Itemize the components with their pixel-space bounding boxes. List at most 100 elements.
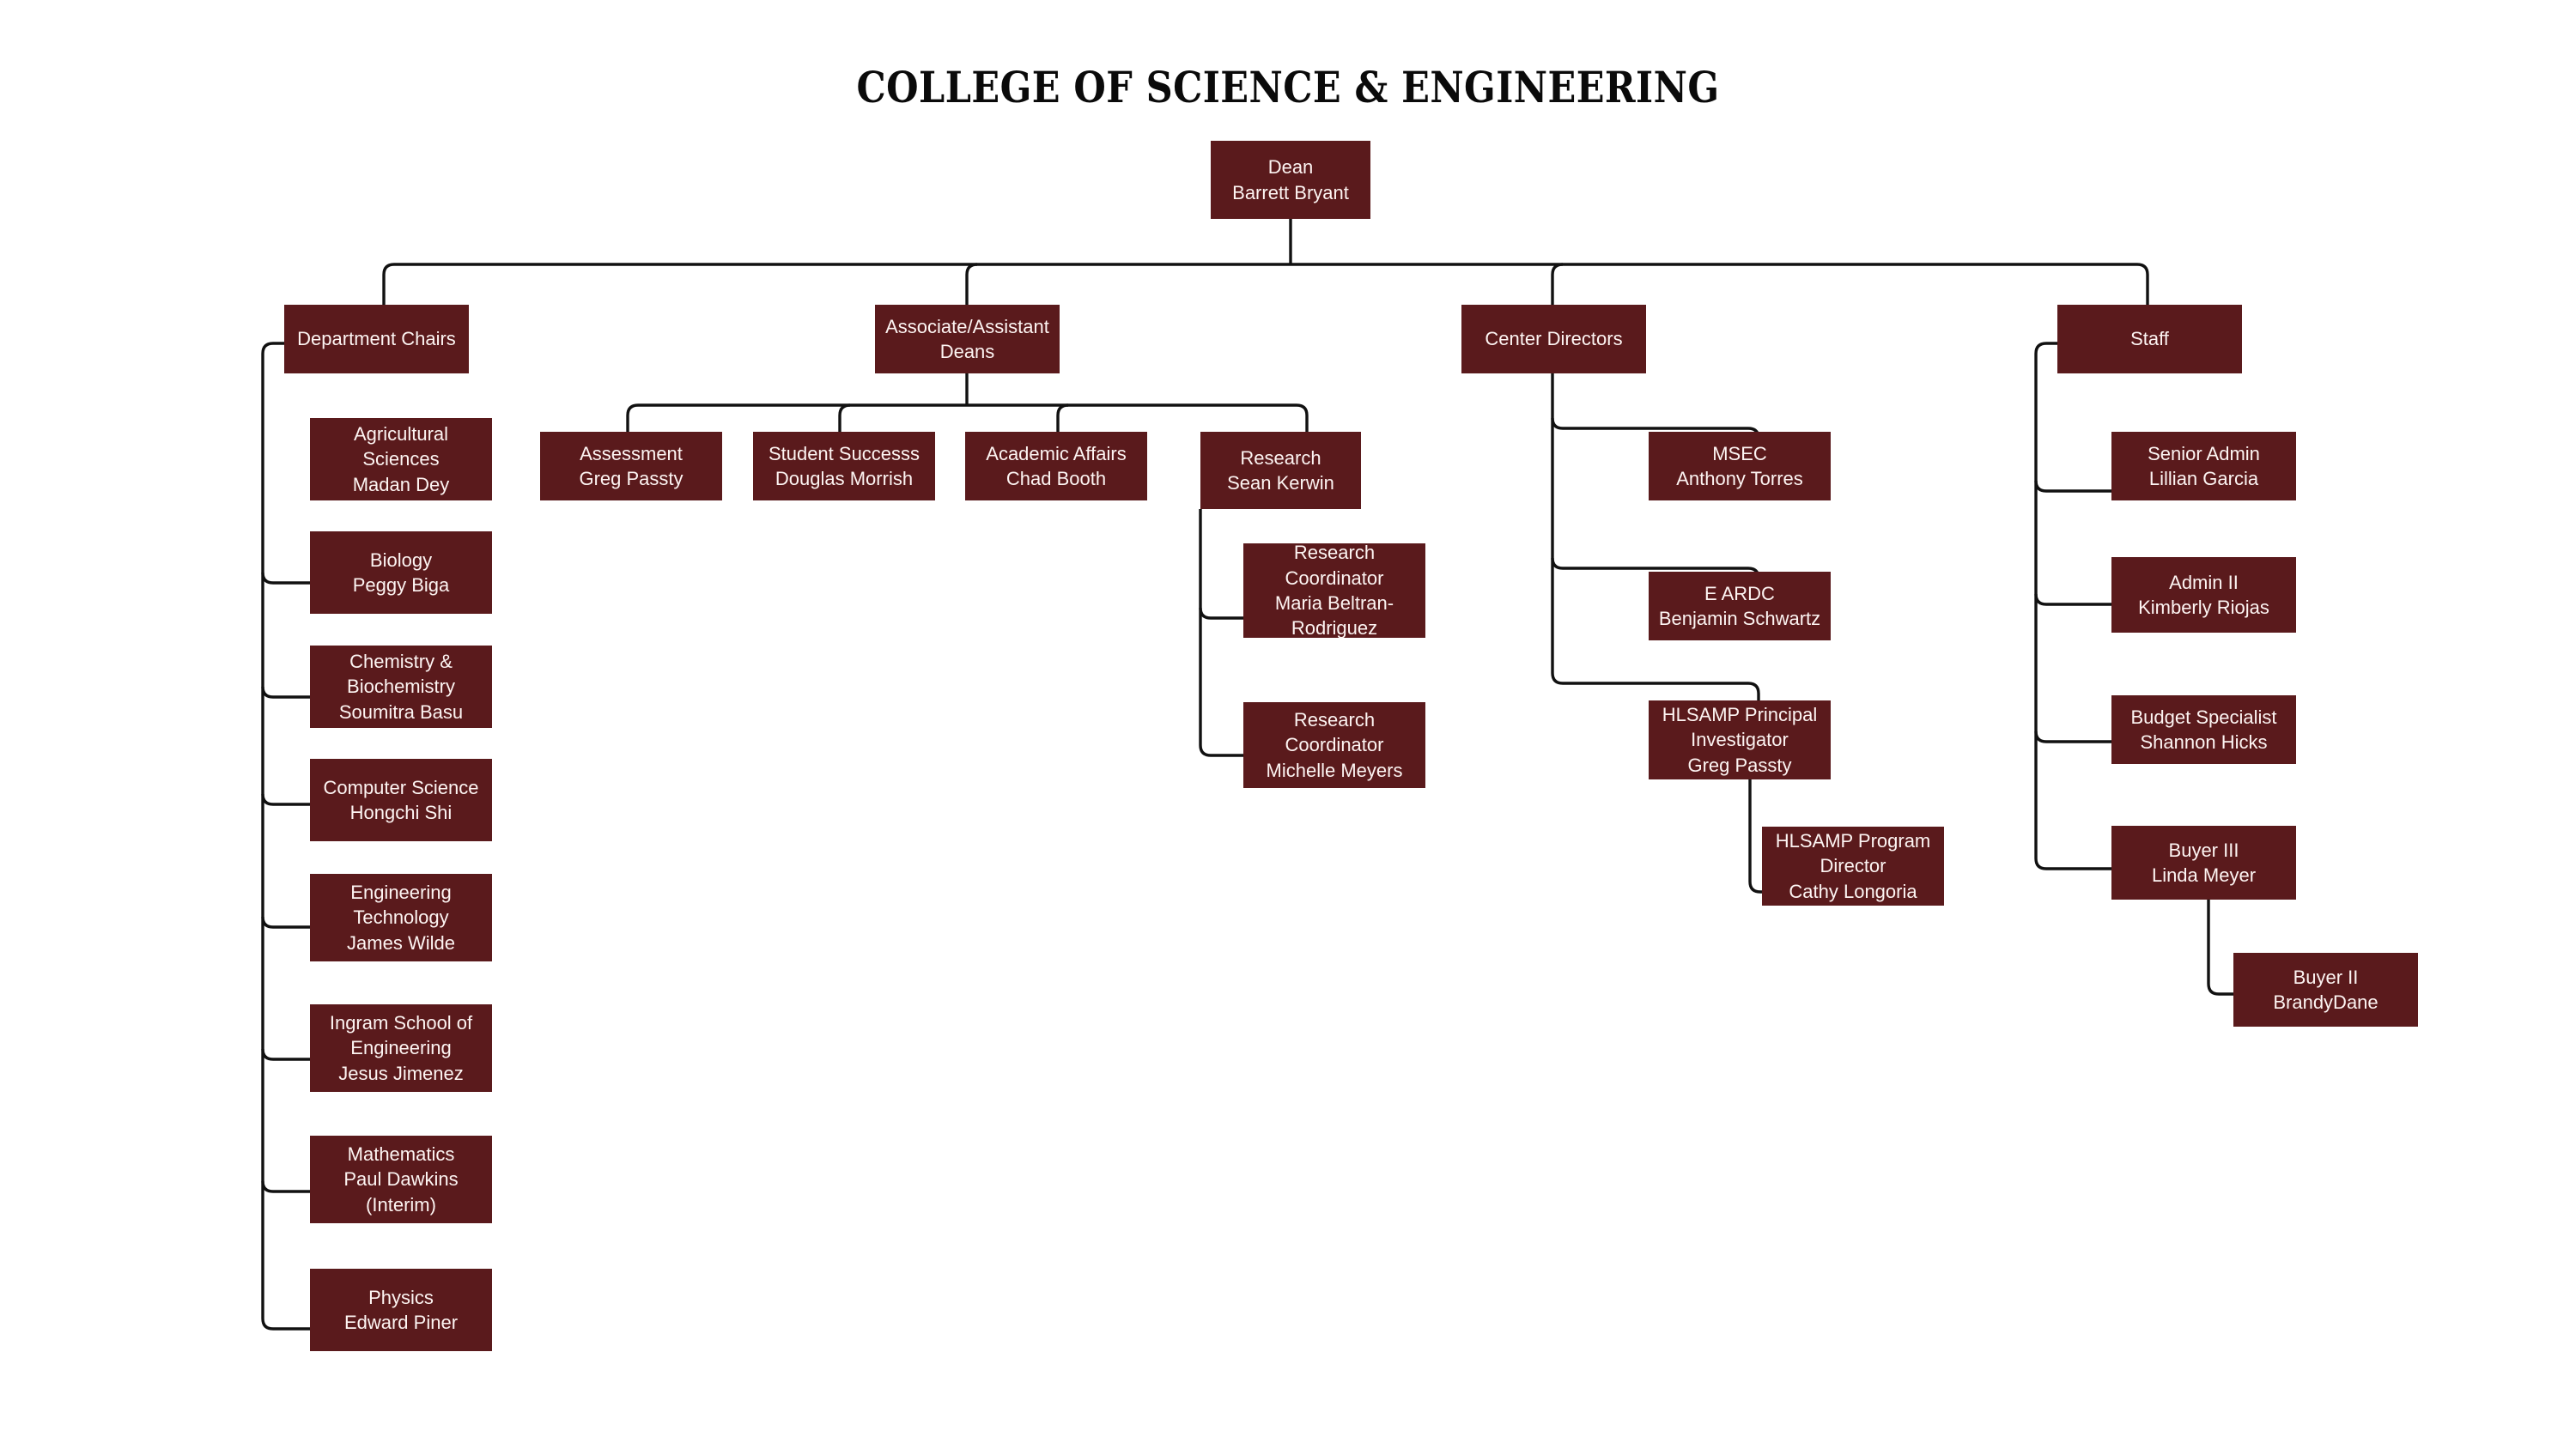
connector-deptchairs-spine bbox=[261, 342, 310, 1331]
node-agricultural-sciences-line1: Agricultural bbox=[353, 422, 449, 445]
node-research-coordinator-maria[interactable]: Research Coordinator Maria Beltran- Rodr… bbox=[1243, 542, 1425, 639]
node-associate-assistant-deans[interactable]: Associate/Assistant Deans bbox=[875, 305, 1060, 373]
connector-assocdeans-bus bbox=[626, 403, 1309, 432]
node-research-coordinator-2-line2: Coordinator bbox=[1285, 734, 1384, 756]
node-buyer-iii[interactable]: Buyer III Linda Meyer bbox=[2111, 826, 2296, 900]
node-buyer-iii-line1: Buyer III bbox=[2168, 839, 2239, 861]
node-biology-line2: Peggy Biga bbox=[352, 574, 450, 596]
node-hlsamp-program-director-line2: Director bbox=[1820, 855, 1886, 877]
node-research-line2: Sean Kerwin bbox=[1227, 472, 1334, 494]
node-research-coordinator-2-line3: Michelle Meyers bbox=[1266, 759, 1403, 781]
node-senior-admin[interactable]: Senior Admin Lillian Garcia bbox=[2111, 432, 2296, 500]
connector-bus-to-center-directors bbox=[1551, 263, 1564, 305]
connector-staff-to-adminii bbox=[2034, 593, 2111, 606]
node-hlsamp-pi-line3: Greg Passty bbox=[1687, 754, 1792, 776]
node-budget-specialist-line2: Shannon Hicks bbox=[2140, 731, 2268, 753]
node-staff[interactable]: Staff bbox=[2057, 305, 2242, 373]
node-senior-admin-line2: Lillian Garcia bbox=[2148, 468, 2259, 489]
node-biology-line1: Biology bbox=[369, 549, 433, 571]
node-research-coordinator-1-line3: Maria Beltran- bbox=[1274, 592, 1394, 614]
node-admin-ii-line1: Admin II bbox=[2169, 571, 2239, 593]
connector-research-to-coord1 bbox=[1199, 607, 1243, 620]
node-mathematics-line1: Mathematics bbox=[347, 1143, 455, 1165]
connector-staff-spine bbox=[2034, 342, 2111, 870]
node-academic-affairs[interactable]: Academic Affairs Chad Booth bbox=[965, 432, 1147, 500]
node-academic-affairs-line2: Chad Booth bbox=[1005, 468, 1107, 489]
node-physics-line1: Physics bbox=[368, 1286, 434, 1308]
node-center-directors[interactable]: Center Directors bbox=[1461, 305, 1646, 373]
node-biology[interactable]: Biology Peggy Biga bbox=[310, 531, 492, 614]
node-computer-science[interactable]: Computer Science Hongchi Shi bbox=[310, 759, 492, 841]
node-agricultural-sciences-line2: Sciences bbox=[362, 448, 440, 470]
node-ingram-school-line2: Engineering bbox=[350, 1037, 452, 1059]
node-agricultural-sciences[interactable]: Agricultural Sciences Madan Dey bbox=[310, 418, 492, 500]
connector-research-spine bbox=[1199, 509, 1243, 757]
node-e-ardc-line1: E ARDC bbox=[1704, 582, 1775, 604]
node-mathematics[interactable]: Mathematics Paul Dawkins (Interim) bbox=[310, 1136, 492, 1223]
node-center-directors-line1: Center Directors bbox=[1485, 328, 1623, 350]
node-student-success[interactable]: Student Successs Douglas Morrish bbox=[753, 432, 935, 500]
node-research-coordinator-1-line1: Research bbox=[1293, 542, 1376, 564]
node-engineering-technology-line3: James Wilde bbox=[347, 931, 455, 954]
node-budget-specialist[interactable]: Budget Specialist Shannon Hicks bbox=[2111, 695, 2296, 764]
node-assessment-line1: Assessment bbox=[580, 442, 683, 464]
connector-deptchairs-to-math bbox=[261, 1180, 310, 1193]
node-research[interactable]: Research Sean Kerwin bbox=[1200, 432, 1361, 509]
connector-buyeriii-to-buyerii bbox=[2207, 900, 2233, 996]
node-physics-line2: Edward Piner bbox=[343, 1312, 459, 1333]
node-e-ardc[interactable]: E ARDC Benjamin Schwartz bbox=[1649, 572, 1831, 640]
connector-main-bus bbox=[382, 263, 2149, 305]
node-senior-admin-line1: Senior Admin bbox=[2148, 442, 2260, 464]
connector-assocdeans-to-acadaffairs bbox=[1056, 403, 1069, 432]
node-academic-affairs-line1: Academic Affairs bbox=[986, 442, 1127, 464]
node-research-coordinator-1-line2: Coordinator bbox=[1285, 567, 1384, 589]
node-chemistry-line2: Biochemistry bbox=[347, 676, 455, 698]
connector-staff-to-budget bbox=[2034, 731, 2111, 743]
connector-deptchairs-to-ingram bbox=[261, 1048, 310, 1061]
node-hlsamp-program-director-line1: HLSAMP Program bbox=[1775, 829, 1931, 852]
connector-deptchairs-to-biology bbox=[261, 572, 310, 585]
node-hlsamp-principal-investigator[interactable]: HLSAMP Principal Investigator Greg Passt… bbox=[1649, 700, 1831, 779]
node-buyer-ii[interactable]: Buyer II BrandyDane bbox=[2233, 953, 2418, 1027]
node-dean-title: Dean bbox=[1267, 156, 1314, 179]
node-buyer-ii-line1: Buyer II bbox=[2293, 966, 2359, 988]
node-department-chairs[interactable]: Department Chairs bbox=[284, 305, 469, 373]
connector-assocdeans-to-studentsuccess bbox=[838, 403, 851, 432]
node-budget-specialist-line1: Budget Specialist bbox=[2130, 706, 2277, 728]
node-ingram-school-of-engineering[interactable]: Ingram School of Engineering Jesus Jimen… bbox=[310, 1004, 492, 1092]
node-chemistry-biochemistry[interactable]: Chemistry & Biochemistry Soumitra Basu bbox=[310, 646, 492, 728]
node-e-ardc-line2: Benjamin Schwartz bbox=[1658, 608, 1821, 629]
node-hlsamp-pi-line1: HLSAMP Principal bbox=[1662, 703, 1818, 725]
node-msec[interactable]: MSEC Anthony Torres bbox=[1649, 432, 1831, 500]
node-student-success-line2: Douglas Morrish bbox=[775, 468, 914, 489]
node-computer-science-line2: Hongchi Shi bbox=[349, 802, 453, 823]
node-computer-science-line1: Computer Science bbox=[323, 776, 479, 798]
page-title: COLLEGE OF SCIENCE & ENGINEERING bbox=[856, 62, 1720, 112]
node-staff-line1: Staff bbox=[2130, 328, 2169, 350]
node-physics[interactable]: Physics Edward Piner bbox=[310, 1269, 492, 1351]
node-msec-line1: MSEC bbox=[1712, 442, 1767, 464]
node-admin-ii[interactable]: Admin II Kimberly Riojas bbox=[2111, 557, 2296, 633]
node-agricultural-sciences-line3: Madan Dey bbox=[352, 473, 450, 495]
node-student-success-line1: Student Successs bbox=[768, 442, 920, 464]
node-assessment-line2: Greg Passty bbox=[579, 468, 683, 489]
node-hlsamp-pi-line2: Investigator bbox=[1691, 729, 1789, 751]
node-associate-deans-line1: Associate/Assistant bbox=[885, 315, 1049, 337]
node-assessment[interactable]: Assessment Greg Passty bbox=[540, 432, 722, 500]
node-engineering-technology[interactable]: Engineering Technology James Wilde bbox=[310, 874, 492, 961]
node-research-coordinator-michelle[interactable]: Research Coordinator Michelle Meyers bbox=[1243, 702, 1425, 788]
connector-deptchairs-to-engtech bbox=[261, 916, 310, 929]
node-ingram-school-line3: Jesus Jimenez bbox=[338, 1062, 464, 1084]
node-engineering-technology-line1: Engineering bbox=[350, 881, 452, 903]
node-mathematics-line2: Paul Dawkins bbox=[343, 1168, 459, 1191]
node-department-chairs-label: Department Chairs bbox=[297, 328, 456, 350]
connector-centerdirectors-spine bbox=[1551, 373, 1760, 704]
node-associate-deans-line2: Deans bbox=[939, 341, 995, 362]
node-chemistry-line1: Chemistry & bbox=[349, 650, 453, 672]
node-dean[interactable]: Dean Barrett Bryant bbox=[1211, 141, 1370, 219]
node-chemistry-line3: Soumitra Basu bbox=[338, 700, 464, 723]
node-hlsamp-program-director[interactable]: HLSAMP Program Director Cathy Longoria bbox=[1762, 827, 1944, 906]
node-mathematics-line3: (Interim) bbox=[366, 1193, 436, 1216]
node-research-coordinator-2-line1: Research bbox=[1293, 708, 1376, 731]
